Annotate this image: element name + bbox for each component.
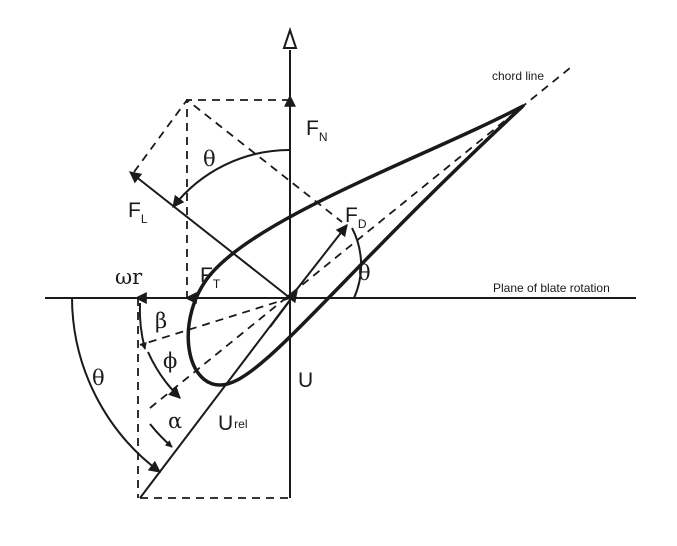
fd-label-sub: D (358, 217, 367, 231)
alpha-arc (149, 423, 173, 448)
theta-arc-top (172, 148, 291, 208)
relative-wind-dash (139, 297, 291, 346)
theta-arc-left (71, 297, 161, 473)
angle-arcs (71, 148, 363, 473)
rotation-plane-label: Plane of blate rotation (493, 281, 610, 295)
fd-label-main: F (345, 204, 358, 227)
phi-label: ϕ (163, 349, 177, 373)
beta-arc (138, 302, 147, 350)
vertical-axis-arrowhead (282, 26, 298, 49)
u-rel-arrow (269, 290, 298, 328)
ft-label-sub: T (213, 277, 221, 291)
fl-projection (133, 98, 343, 223)
u-label: U (298, 369, 313, 392)
u-rel-line (139, 299, 291, 499)
chord-line-label: chord line (492, 69, 544, 83)
theta-label-left: θ (92, 366, 105, 390)
fl-label: FL (128, 199, 148, 226)
fn-label: FN (306, 117, 328, 144)
theta-label-top: θ (203, 147, 216, 171)
chord-line (149, 67, 571, 409)
ft-label-main: F (200, 264, 213, 287)
fd-label: FD (345, 204, 367, 231)
airfoil-outline (186, 104, 525, 387)
u-rel-label-main: U (218, 412, 233, 435)
u-rel-label-sub: rel (234, 417, 247, 431)
theta-label-right: θ (358, 261, 371, 285)
fn-label-sub: N (319, 130, 328, 144)
u-rel-label: Urel (218, 412, 248, 435)
construction-lines (133, 98, 343, 499)
beta-label: β (155, 309, 167, 333)
ft-label: FT (200, 264, 221, 291)
fn-label-main: F (306, 117, 319, 140)
fl-arrow (129, 171, 291, 299)
fl-label-sub: L (141, 212, 148, 226)
omega-r-label: ωr (115, 265, 143, 289)
fl-label-main: F (128, 199, 141, 222)
fd-arrow (289, 224, 348, 299)
alpha-label: α (168, 409, 182, 433)
phi-arc (147, 351, 181, 399)
theta-arc-right (351, 227, 363, 299)
